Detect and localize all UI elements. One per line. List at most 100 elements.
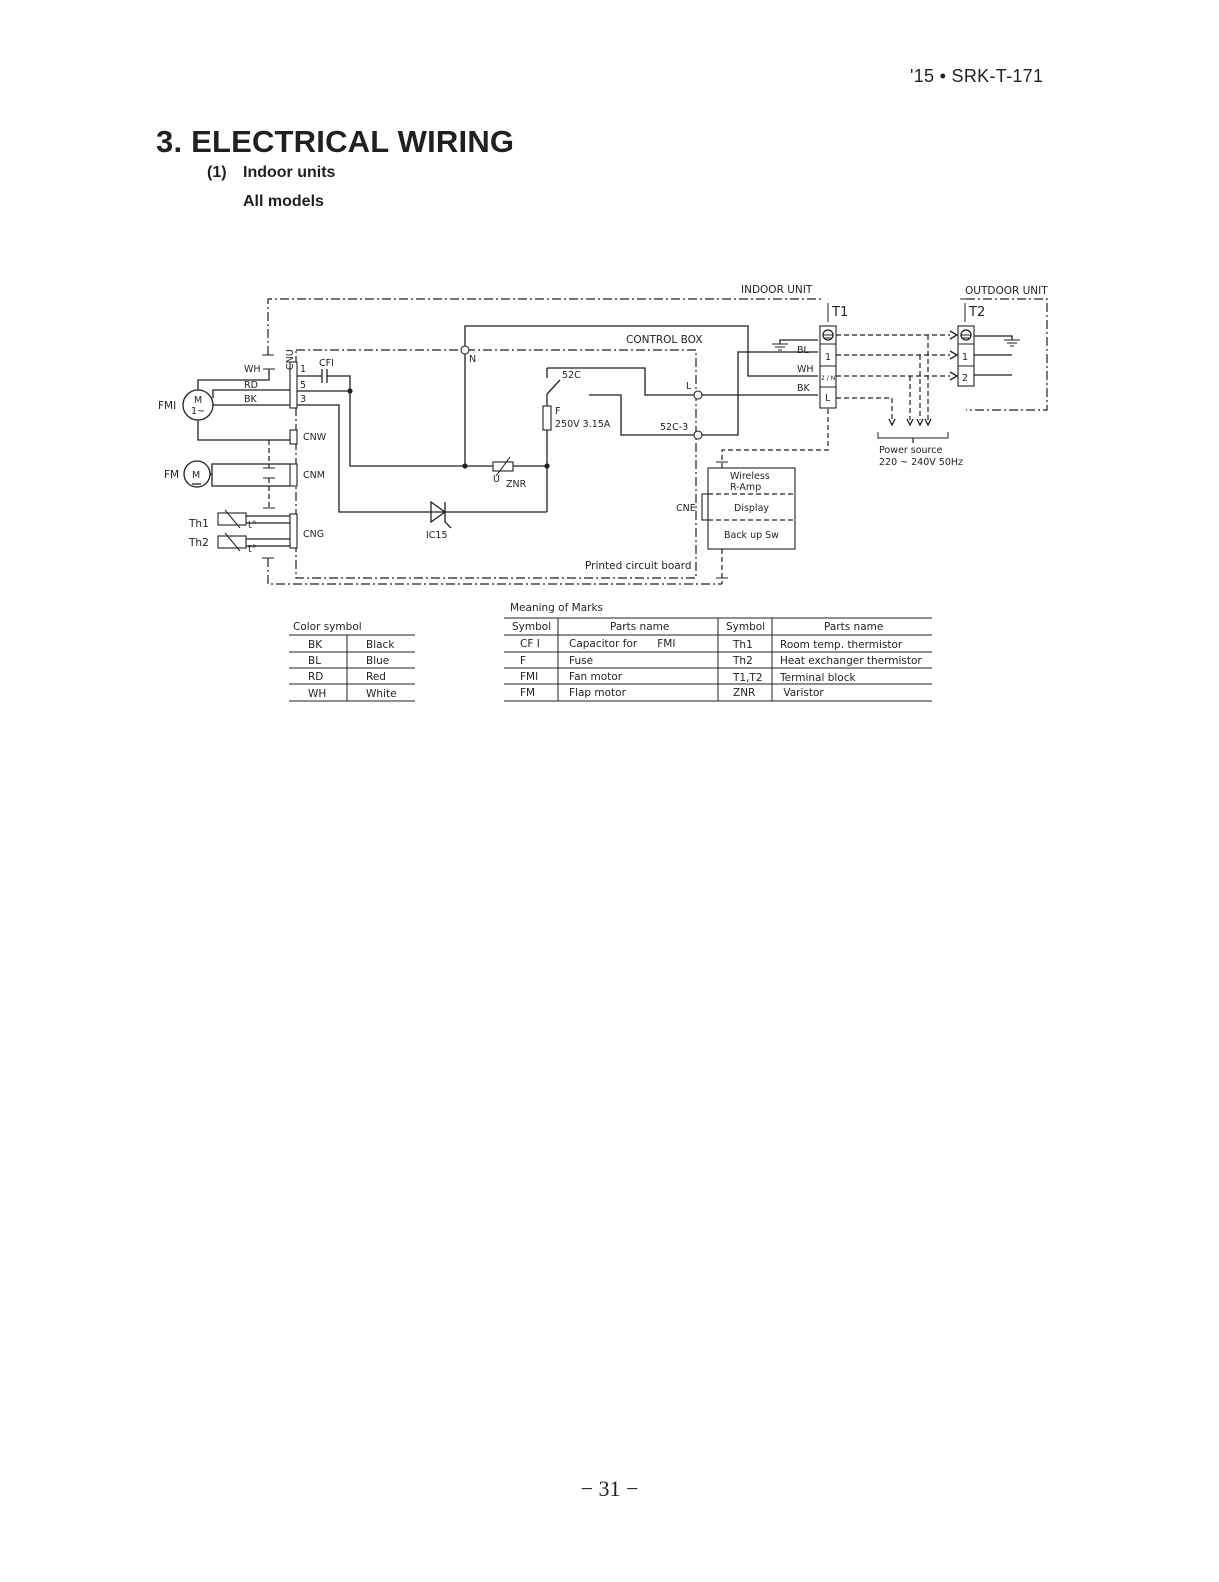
ic15-label: IC15	[426, 530, 448, 541]
indoor-unit-label: INDOOR UNIT	[741, 284, 813, 296]
marks-part: Room temp. thermistor	[780, 639, 903, 651]
meaning-of-marks-title: Meaning of Marks	[510, 602, 603, 614]
power-rating: 220 ~ 240V 50Hz	[879, 457, 963, 468]
wiring-diagram: INDOOR UNIT OUTDOOR UNIT T1 T2 CONTROL B…	[158, 284, 1048, 702]
terminal-block-t2	[957, 325, 975, 387]
cng-label: CNG	[303, 529, 324, 540]
cnu-pin5: 5	[300, 380, 306, 391]
t1-terminal-l: L	[825, 393, 831, 404]
marks-header-parts: Parts name	[610, 621, 669, 633]
marks-symbol: CF I	[520, 638, 540, 650]
subsection-heading: (1) Indoor units	[207, 164, 335, 182]
t1-label: T1	[831, 305, 848, 320]
cnu-pin3: 3	[300, 394, 306, 405]
marks-symbol: FMI	[520, 671, 538, 683]
wireless-label: Wireless	[730, 471, 770, 482]
wire-bk-label: BK	[244, 394, 258, 405]
wire-rd-label: RD	[244, 380, 258, 391]
node-n	[460, 345, 470, 355]
fuse-rating: 250V 3.15A	[555, 419, 611, 430]
th1-t-label: t°	[248, 520, 256, 531]
ramp-label: R-Amp	[730, 482, 761, 493]
t1-bk-label: BK	[797, 383, 811, 394]
color-code: BL	[308, 655, 321, 667]
cnm-label: CNM	[303, 470, 325, 481]
cnw-connector	[289, 429, 298, 445]
marks-symbol: F	[520, 655, 526, 667]
th2-t-label: t°	[248, 544, 256, 555]
t1-bl-label: BL	[797, 345, 810, 356]
color-symbol-table: Color symbol BK Black BL Blue RD Red WH …	[289, 621, 415, 702]
subsection-number: (1)	[207, 164, 227, 181]
t1-wh-label: WH	[797, 364, 814, 375]
fmi-motor-phase: 1~	[191, 406, 205, 417]
marks-symbol: Th2	[732, 655, 753, 667]
indoor-unit-boundary-bottom	[267, 558, 722, 585]
t1-terminal-1: 1	[825, 352, 831, 363]
t2-label: T2	[968, 305, 985, 320]
display-box	[707, 467, 796, 550]
fmi-motor-m: M	[194, 395, 202, 406]
cnu-label: CNU	[285, 349, 296, 370]
fm-label: FM	[164, 469, 179, 481]
marks-symbol: T1,T2	[732, 672, 763, 684]
th1-label: Th1	[188, 518, 209, 530]
subsection-title: Indoor units	[243, 164, 336, 181]
page-number: − 31 −	[580, 1476, 639, 1501]
power-source-label: Power source	[879, 445, 942, 456]
cne-connector	[701, 493, 709, 521]
ic15-triac	[430, 500, 452, 529]
cne-label: CNE	[676, 503, 696, 514]
models-label: All models	[243, 193, 324, 210]
node-l-label: L	[686, 381, 692, 392]
fuse-f	[542, 405, 552, 431]
meaning-of-marks-table: Meaning of Marks Symbol Parts name Symbo…	[504, 602, 932, 702]
fm-motor-m: M	[192, 470, 200, 481]
color-name: Blue	[366, 655, 389, 667]
t2-terminal-2: 2	[962, 373, 968, 384]
outdoor-unit-label: OUTDOOR UNIT	[965, 285, 1048, 297]
marks-part: Capacitor for FMI	[569, 638, 675, 650]
marks-header-parts: Parts name	[824, 621, 883, 633]
znr-label: ZNR	[506, 479, 527, 490]
th2-label: Th2	[188, 537, 209, 549]
display-label: Display	[734, 503, 769, 514]
node-n-label: N	[469, 354, 476, 365]
cnu-connector	[289, 361, 298, 409]
cfi-label: CFI	[319, 358, 334, 369]
color-symbol-title: Color symbol	[293, 621, 362, 633]
cng-connector	[289, 513, 298, 549]
cnw-label: CNW	[303, 432, 327, 443]
wire-wh-label: WH	[244, 364, 261, 375]
node-52c3	[693, 430, 703, 440]
fmi-label: FMI	[158, 400, 176, 412]
marks-part: Varistor	[780, 687, 824, 699]
marks-symbol: Th1	[732, 639, 753, 651]
marks-part: Fuse	[569, 655, 593, 667]
marks-symbol: ZNR	[733, 687, 755, 699]
marks-header-symbol: Symbol	[512, 621, 551, 633]
color-name: Red	[366, 671, 386, 683]
marks-part: Fan motor	[569, 671, 623, 683]
section-title: 3. ELECTRICAL WIRING	[156, 124, 515, 159]
marks-part: Heat exchanger thermistor	[780, 655, 922, 667]
t1-terminal-2n: 2 / N	[821, 375, 835, 382]
t2-terminal-1: 1	[962, 352, 968, 363]
fuse-f-label: F	[555, 406, 560, 417]
znr-u-mark: U	[493, 474, 500, 485]
outdoor-unit-boundary	[966, 298, 1048, 411]
relay-52c-contact	[546, 379, 561, 395]
color-code: RD	[308, 671, 323, 683]
marks-part: Terminal block	[779, 672, 856, 684]
cnm-connector	[289, 463, 298, 487]
marks-symbol: FM	[520, 687, 535, 699]
cnu-pin1: 1	[300, 364, 306, 375]
color-code: BK	[308, 639, 323, 651]
marks-part: Flap motor	[569, 687, 627, 699]
control-box-label: CONTROL BOX	[626, 334, 702, 346]
node-l	[693, 390, 703, 400]
color-code: WH	[308, 688, 326, 700]
marks-header-symbol: Symbol	[726, 621, 765, 633]
indoor-unit-boundary	[267, 298, 822, 355]
color-name: Black	[366, 639, 395, 651]
